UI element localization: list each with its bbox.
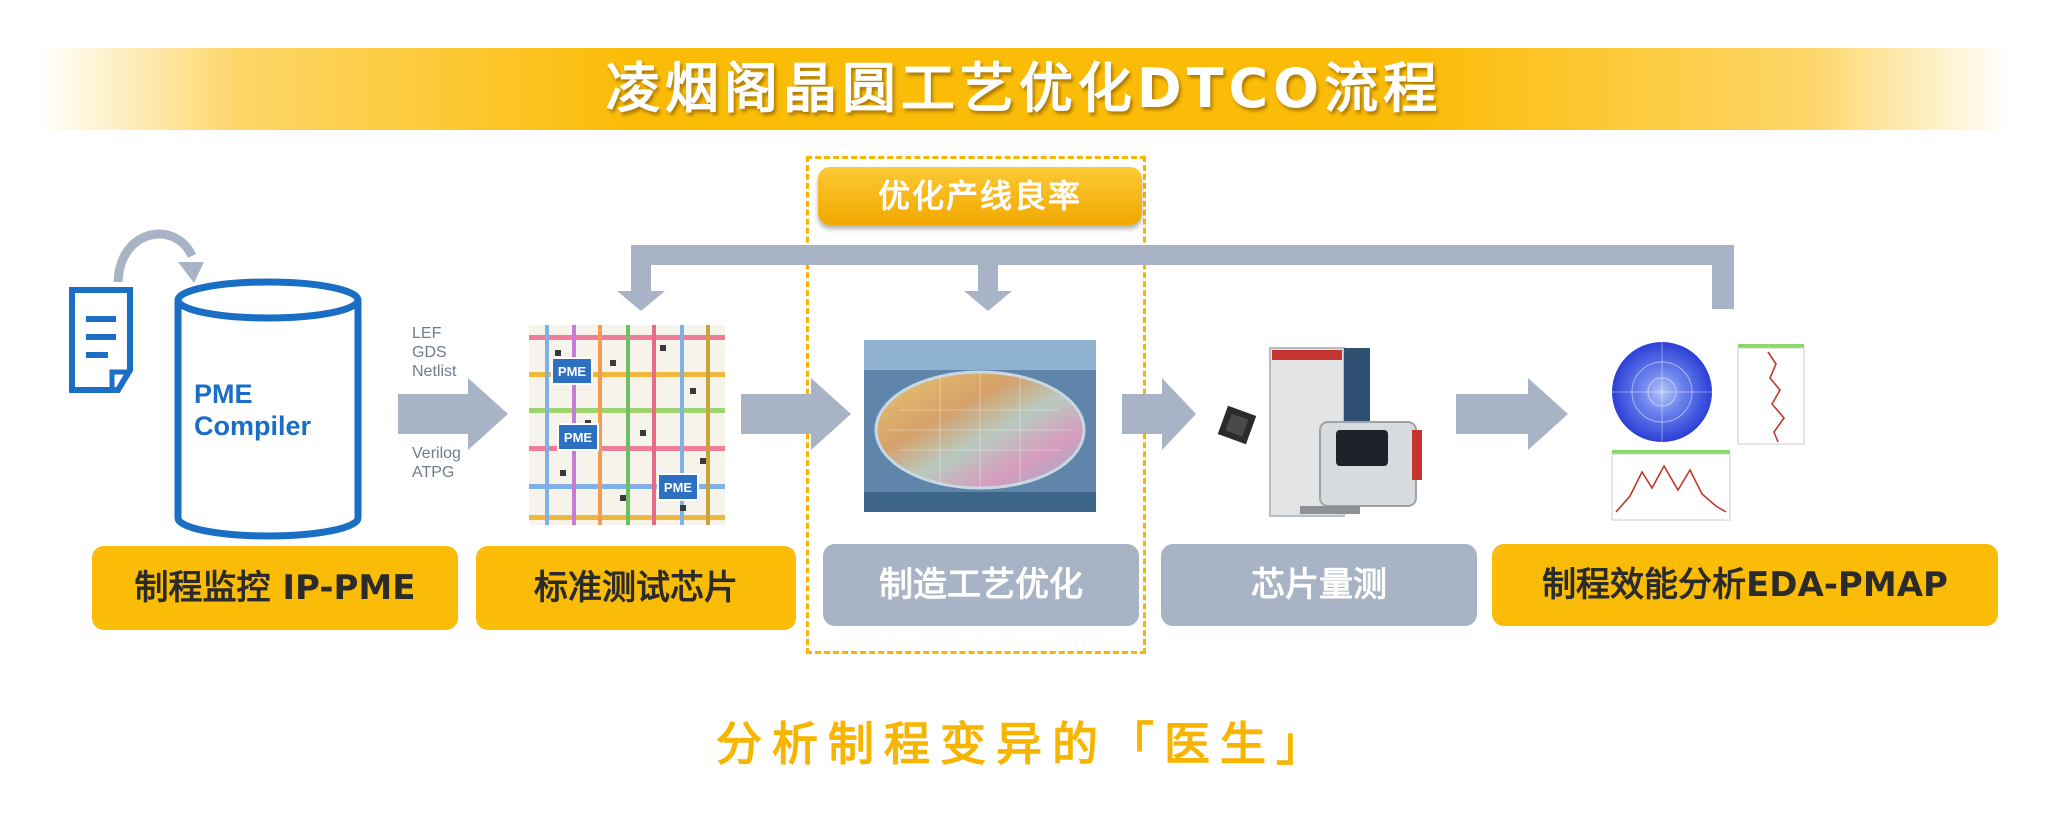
page-title: 凌烟阁晶圆工艺优化DTCO流程 xyxy=(605,57,1443,120)
cell-layout-image: PME PME PME xyxy=(529,325,725,525)
footer-tagline: 分析制程变异的「医生」 xyxy=(716,717,1332,771)
file-label-netlist: Netlist xyxy=(412,363,457,380)
metrology-machine-image xyxy=(1269,347,1422,517)
compiler-label: PME Compiler xyxy=(194,378,311,442)
analysis-plots-image xyxy=(1608,338,1810,524)
wafer-image xyxy=(864,340,1096,512)
layout-tag-3: PME xyxy=(664,480,693,495)
curved-arrow-icon xyxy=(113,229,204,283)
file-label-lef: LEF xyxy=(412,325,442,342)
step-chip-metrology: 芯片量测 xyxy=(1161,544,1477,626)
feedback-loop-arrow xyxy=(617,245,1734,311)
compiler-label-line2: Compiler xyxy=(194,411,312,441)
layout-tag-1: PME xyxy=(558,364,587,379)
step-test-chip: 标准测试芯片 xyxy=(476,546,796,630)
step-pme-monitoring: 制程监控 IP-PME xyxy=(92,546,458,630)
compiler-cylinder-icon xyxy=(174,278,362,540)
yield-badge: 优化产线良率 xyxy=(818,167,1142,225)
file-label-atpg: ATPG xyxy=(412,464,455,481)
compiler-label-line1: PME xyxy=(194,379,253,409)
title-banner xyxy=(40,48,2008,130)
flow-arrow-1 xyxy=(398,378,508,450)
document-icon xyxy=(69,287,133,393)
step-process-optimization: 制造工艺优化 xyxy=(823,544,1139,626)
file-labels-bottom: Verilog ATPG xyxy=(412,444,461,482)
flow-arrow-3 xyxy=(1122,378,1196,450)
step-eda-pmap: 制程效能分析EDA-PMAP xyxy=(1492,544,1998,626)
file-labels-top: LEF GDS Netlist xyxy=(412,324,456,381)
flow-arrow-2 xyxy=(741,378,851,450)
file-label-gds: GDS xyxy=(412,344,447,361)
layout-tag-2: PME xyxy=(564,430,593,445)
file-label-verilog: Verilog xyxy=(412,445,461,462)
flow-arrow-4 xyxy=(1456,378,1568,450)
chip-icon xyxy=(1217,405,1257,445)
